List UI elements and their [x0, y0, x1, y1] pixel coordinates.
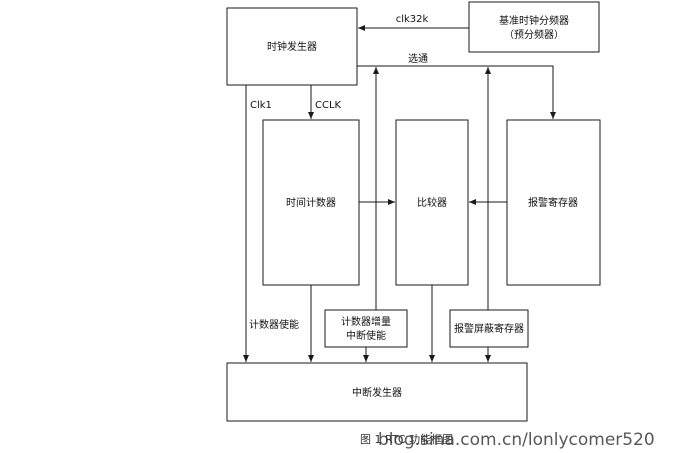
clock-generator-box — [226, 7, 358, 86]
clk1-label: Clk1 — [250, 100, 272, 111]
interrupt-generator-box — [226, 362, 528, 422]
comparator-box — [395, 119, 469, 286]
counter-increment-label-line1: 计数器增量 — [341, 315, 391, 328]
alarm-register-box — [506, 119, 601, 286]
alarm-register-label: 报警寄存器 — [528, 196, 578, 209]
reference-divider-label-line2: （预分频器） — [504, 28, 564, 41]
reference-divider-label-line1: 基准时钟分频器 — [499, 14, 569, 27]
figure-caption: 图 1 RTC 功能框图 — [360, 432, 453, 446]
counter-enable-label: 计数器使能 — [249, 318, 299, 331]
blog-watermark: blog.sina.com.cn/lonlycomer520 — [378, 430, 655, 450]
time-counter-label: 时间计数器 — [286, 196, 336, 209]
strobe-arrow — [357, 65, 556, 119]
clock-generator-label: 时钟发生器 — [267, 40, 317, 53]
reference-divider-box — [468, 1, 600, 53]
cclk-label: CCLK — [315, 100, 342, 111]
alarm-mask-register-box — [449, 309, 529, 348]
interrupt-generator-label: 中断发生器 — [352, 386, 402, 399]
comparator-label: 比较器 — [417, 196, 447, 209]
strobe-label: 选通 — [408, 52, 428, 65]
counter-increment-label-line2: 中断使能 — [346, 329, 386, 342]
time-counter-box — [262, 119, 360, 286]
alarm-mask-register-label: 报警屏蔽寄存器 — [454, 322, 524, 335]
clk32k-label: clk32k — [396, 14, 429, 25]
